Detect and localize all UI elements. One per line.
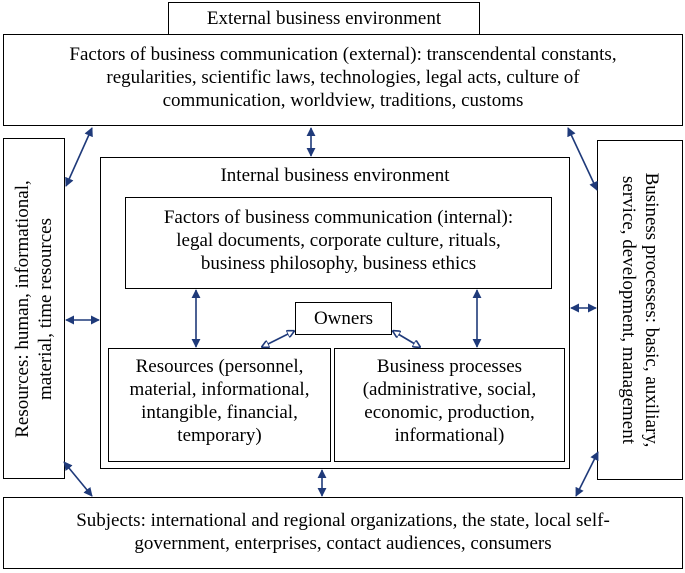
- owners-label: Owners: [313, 308, 374, 329]
- resources-inner-line: material, informational,: [129, 379, 310, 400]
- internal-factors-text: Factors of business communication (inter…: [126, 206, 551, 275]
- internal-factors-line: legal documents, corporate culture, ritu…: [176, 230, 501, 251]
- processes-inner-line: economic, production,: [364, 402, 535, 423]
- processes-side-line: Business processes: basic, auxiliary,: [641, 172, 662, 448]
- resources-inner-box: Resources (personnel, material, informat…: [108, 348, 331, 462]
- resources-inner-text: Resources (personnel, material, informat…: [109, 355, 330, 447]
- processes-side-line: service, development, management: [618, 175, 639, 444]
- resources-side-box: Resources: human, informational, materia…: [3, 138, 65, 479]
- processes-side-box: Business processes: basic, auxiliary, se…: [597, 140, 683, 480]
- subjects-line: government, enterprises, contact audienc…: [134, 533, 552, 554]
- internal-factors-box: Factors of business communication (inter…: [125, 197, 552, 289]
- external-factors-line: communication, worldview, traditions, cu…: [162, 90, 524, 111]
- processes-inner-box: Business processes (administrative, soci…: [334, 348, 565, 462]
- external-factors-line: regularities, scientific laws, technolog…: [106, 67, 580, 88]
- resources-inner-line: Resources (personnel,: [135, 356, 304, 377]
- external-factors-box: Factors of business communication (exter…: [3, 34, 683, 126]
- processes-inner-line: informational): [394, 425, 505, 446]
- arrow-resources-to-subjects: [63, 461, 93, 497]
- arrow-external-to-resources: [65, 127, 93, 187]
- resources-side-text: Resources: human, informational, materia…: [11, 180, 57, 438]
- processes-inner-text: Business processes (administrative, soci…: [335, 355, 564, 447]
- processes-side-text: Business processes: basic, auxiliary, se…: [617, 173, 663, 448]
- resources-inner-line: temporary): [177, 425, 262, 446]
- owners-box: Owners: [295, 302, 392, 335]
- processes-inner-line: (administrative, social,: [362, 379, 537, 400]
- subjects-line: Subjects: international and regional org…: [76, 510, 610, 531]
- arrow-processes-to-subjects: [575, 451, 599, 497]
- resources-side-line: material, time resources: [35, 217, 56, 400]
- arrow-external-to-processes: [567, 127, 598, 191]
- subjects-text: Subjects: international and regional org…: [4, 509, 682, 555]
- resources-side-line: Resources: human, informational,: [12, 179, 33, 438]
- subjects-box: Subjects: international and regional org…: [3, 497, 683, 569]
- internal-environment-title: Internal business environment: [220, 165, 450, 186]
- external-factors-line: Factors of business communication (exter…: [69, 44, 617, 65]
- external-factors-text: Factors of business communication (exter…: [4, 43, 682, 112]
- processes-inner-line: Business processes: [376, 356, 523, 377]
- resources-inner-line: intangible, financial,: [141, 402, 298, 423]
- internal-factors-line: business philosophy, business ethics: [200, 253, 477, 274]
- internal-factors-line: Factors of business communication (inter…: [163, 207, 514, 228]
- external-environment-box: External business environment: [168, 2, 480, 35]
- external-environment-title: External business environment: [206, 8, 442, 29]
